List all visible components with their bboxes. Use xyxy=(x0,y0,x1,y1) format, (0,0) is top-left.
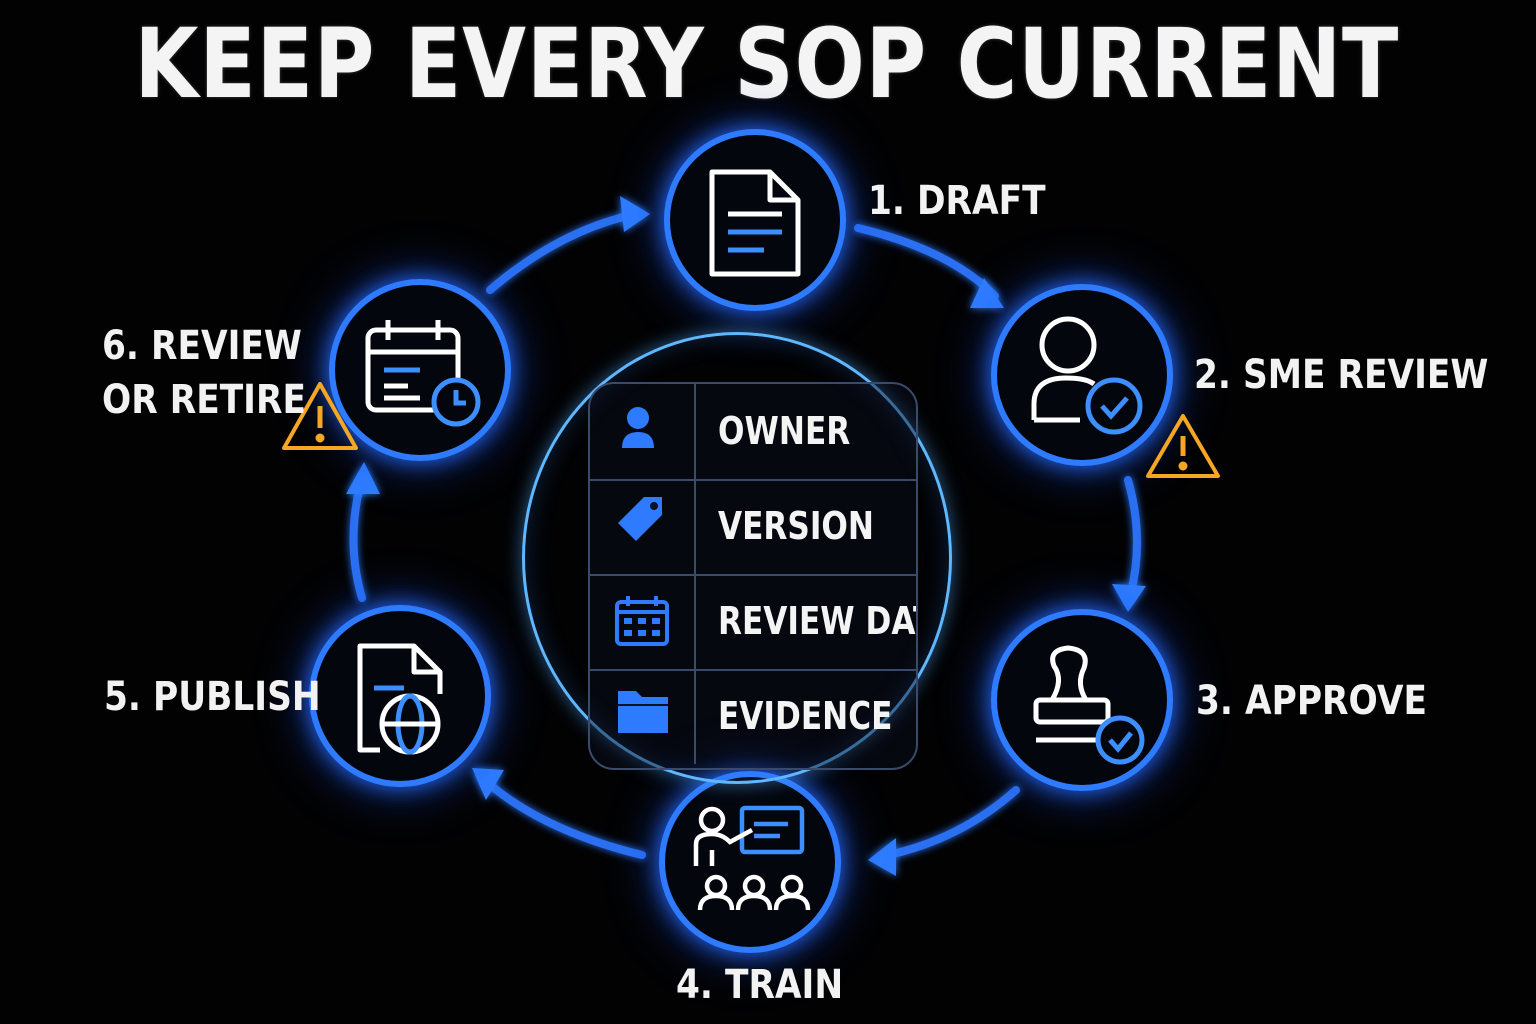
step-2-ring xyxy=(991,284,1173,466)
arrowhead-6 xyxy=(346,462,380,494)
tag-icon xyxy=(618,497,662,541)
step-6-label-line1: 6. REVIEW xyxy=(102,323,302,369)
arrowhead-4 xyxy=(868,838,896,876)
step-3-label: 3. APPROVE xyxy=(1196,678,1427,724)
arrowhead-1 xyxy=(620,196,650,232)
warning-icon-step-6 xyxy=(282,382,358,450)
user-check-icon xyxy=(1031,316,1143,435)
center-ring xyxy=(522,332,952,784)
field-version: VERSION xyxy=(718,504,875,548)
calendar-clock-icon xyxy=(365,320,481,427)
arrow-4-to-5 xyxy=(478,774,646,859)
arrowhead-2 xyxy=(970,278,1004,308)
step-6-label-line2: OR RETIRE xyxy=(102,377,306,423)
field-row-version: VERSION xyxy=(590,479,916,576)
field-review-date: REVIEW DATE xyxy=(718,599,916,643)
arrow-2-to-3 xyxy=(1124,476,1142,600)
training-presentation-icon xyxy=(693,805,811,911)
step-1-ring xyxy=(664,129,846,311)
step-2-label: 2. SME REVIEW xyxy=(1194,352,1489,398)
arrowhead-5 xyxy=(472,768,504,800)
field-owner: OWNER xyxy=(718,409,851,453)
document-globe-icon xyxy=(357,643,443,755)
field-row-review-date: REVIEW DATE xyxy=(590,574,916,671)
page-title: KEEP EVERY SOP CURRENT xyxy=(134,8,1400,120)
person-icon xyxy=(622,407,654,448)
warning-icon-step-2 xyxy=(1146,414,1220,478)
arrow-3-to-4 xyxy=(880,786,1020,860)
step-4-ring xyxy=(659,771,841,953)
stamp-check-icon xyxy=(1033,645,1145,765)
calendar-icon xyxy=(615,596,669,646)
field-row-evidence: EVIDENCE xyxy=(590,669,916,764)
sop-metadata-table: OWNER VERSION xyxy=(588,382,918,770)
field-row-owner: OWNER xyxy=(590,384,916,481)
step-5-label: 5. PUBLISH xyxy=(104,674,321,720)
document-icon xyxy=(709,169,801,277)
folder-icon xyxy=(618,691,668,733)
step-1-label: 1. DRAFT xyxy=(868,178,1046,224)
step-4-label: 4. TRAIN xyxy=(676,962,844,1008)
field-evidence: EVIDENCE xyxy=(718,694,893,738)
arrowhead-3 xyxy=(1112,584,1146,612)
arrow-6-to-1 xyxy=(486,210,640,294)
